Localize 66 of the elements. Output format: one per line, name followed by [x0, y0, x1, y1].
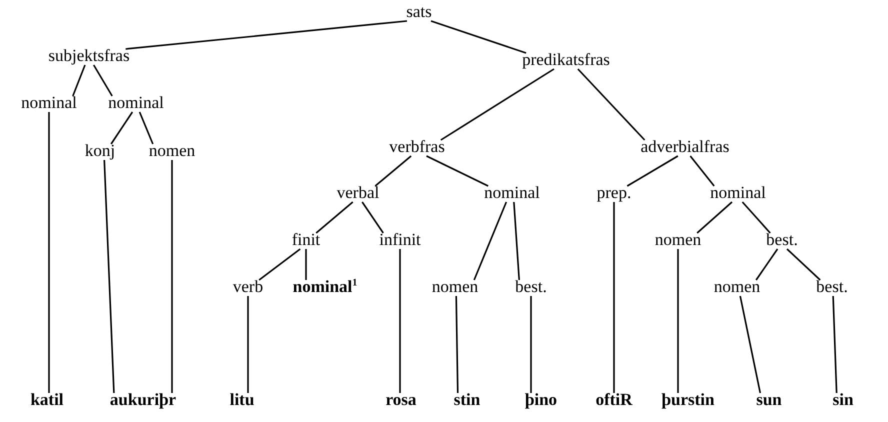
word-label: stin	[452, 390, 482, 410]
tree-branch	[513, 202, 520, 280]
phrase-label: adverbialfras	[638, 137, 732, 157]
tree-branch	[440, 68, 554, 141]
phrase-label: sats	[404, 2, 434, 22]
tree-branch	[626, 155, 678, 187]
tree-branch	[577, 68, 646, 141]
phrase-label: best.	[764, 230, 800, 250]
tree-branch	[455, 296, 459, 394]
word-label: sin	[830, 390, 856, 410]
tree-branch	[247, 296, 249, 393]
phrase-label: nomen	[652, 230, 704, 250]
tree-branch	[426, 155, 488, 187]
phrase-label: subjektsfras	[46, 46, 132, 66]
tree-branch	[742, 201, 771, 234]
tree-branch	[126, 20, 408, 50]
phrase-label: nominal	[708, 183, 768, 203]
phrase-label: best.	[814, 277, 850, 297]
tree-branch	[755, 248, 778, 280]
tree-branch	[72, 64, 86, 96]
tree-branch	[530, 296, 532, 393]
tree-branch	[690, 156, 715, 186]
tree-branch	[316, 201, 354, 234]
phrase-label: prep.	[594, 183, 634, 203]
word-label: þino	[522, 390, 560, 410]
phrase-label: verb	[230, 277, 266, 297]
tree-branch	[93, 64, 113, 96]
tree-branch	[138, 112, 154, 144]
tree-branch	[473, 202, 508, 280]
phrase-label: finit	[290, 230, 322, 250]
phrase-label: infinit	[377, 230, 423, 250]
phrase-label: nominal	[482, 183, 542, 203]
phrase-label: best.	[513, 277, 549, 297]
tree-branch	[399, 249, 401, 393]
phrase-label: nomen	[712, 277, 762, 297]
tree-branch	[48, 112, 50, 393]
tree-branch	[258, 248, 301, 281]
phrase-label: nominal	[106, 93, 166, 113]
word-label: oftiR	[594, 390, 634, 410]
word-label: nominal$^{1}$	[290, 277, 360, 297]
tree-branch	[677, 249, 679, 393]
word-label: sun	[754, 390, 784, 410]
tree-branch	[374, 155, 412, 187]
phrase-label: nominal	[19, 93, 79, 113]
tree-branch	[171, 160, 173, 393]
phrase-label: nomen	[430, 277, 480, 297]
phrase-label: nomen	[146, 141, 198, 161]
word-label: rosa	[384, 390, 418, 410]
tree-branch	[104, 160, 115, 394]
phrase-label: verbfras	[387, 137, 447, 157]
tree-branch	[362, 202, 384, 234]
tree-branch	[430, 20, 526, 54]
phrase-label: verbal	[334, 183, 382, 203]
word-label: katil	[28, 390, 66, 410]
tree-branch	[305, 249, 307, 280]
phrase-label: konj	[82, 141, 118, 161]
word-label: aukuriþr	[108, 390, 178, 410]
tree-branch	[613, 202, 615, 393]
tree-branch	[696, 201, 733, 234]
tree-branch	[739, 296, 762, 394]
phrase-label: predikatsfras	[520, 50, 612, 70]
tree-branch	[110, 112, 134, 144]
tree-branch	[786, 248, 821, 281]
word-label: þurstin	[660, 390, 716, 410]
tree-branch	[832, 296, 838, 394]
word-label: litu	[228, 390, 256, 410]
